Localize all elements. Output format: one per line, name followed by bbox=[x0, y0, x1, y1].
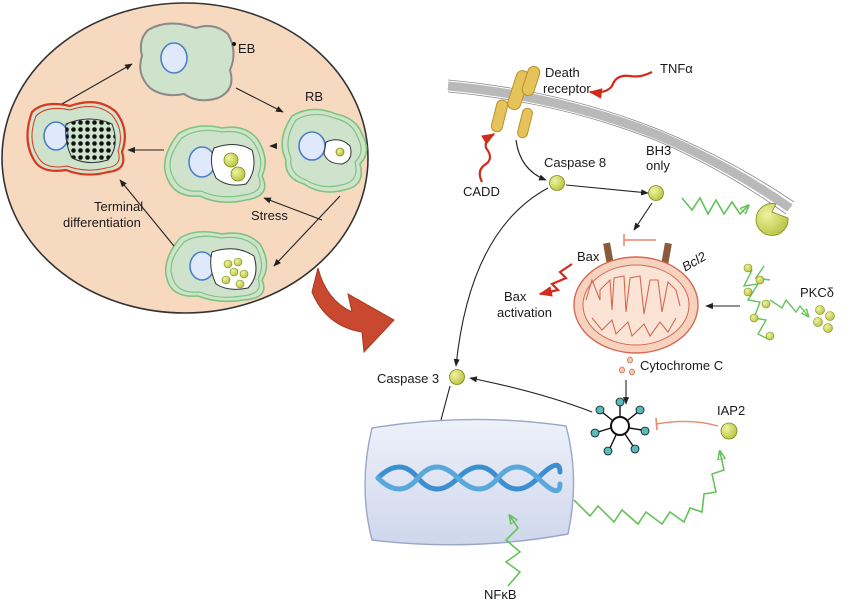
nfkb-label: NFκB bbox=[484, 587, 517, 602]
apoptosome bbox=[590, 397, 650, 456]
death-label: Death bbox=[545, 65, 580, 80]
pkc-cleavage-arrow bbox=[769, 298, 808, 316]
stress-label: Stress bbox=[251, 208, 288, 223]
bax-activation-label-1: Bax bbox=[504, 289, 527, 304]
pkc-label: PKCδ bbox=[800, 285, 834, 300]
arrow-receptor-to-caspase8 bbox=[515, 139, 547, 181]
cycle-arrows bbox=[61, 63, 341, 267]
arrow-caspase8-to-bh3 bbox=[565, 184, 649, 196]
rb-label: RB bbox=[305, 89, 323, 104]
mitochondrion bbox=[573, 242, 699, 354]
terminal-label: Terminal bbox=[94, 199, 143, 214]
caspase8-label: Caspase 8 bbox=[544, 155, 606, 170]
eb-cell bbox=[139, 22, 236, 102]
arrow-apoptosome-to-caspase3 bbox=[469, 376, 593, 413]
dna-helix bbox=[375, 462, 563, 494]
tnf-arrow bbox=[588, 71, 653, 99]
arrow-stress bbox=[263, 197, 323, 221]
receptor-label: receptor bbox=[543, 81, 591, 96]
iap2-node bbox=[720, 422, 738, 440]
bcl2-label: Bcl2 bbox=[679, 248, 709, 274]
arrow-terminal-to-eb bbox=[61, 63, 133, 105]
bax-channel bbox=[603, 242, 614, 266]
cadd-arrow bbox=[478, 133, 496, 183]
pkc-fragments bbox=[813, 305, 835, 333]
bax-activation-label-2: activation bbox=[497, 305, 552, 320]
arrow-eb-to-rb bbox=[235, 87, 284, 113]
eb-dot bbox=[232, 42, 236, 46]
death-receptor bbox=[490, 65, 541, 139]
nfkb-arrow bbox=[504, 516, 522, 587]
nucleus bbox=[364, 418, 575, 546]
bh3-fragment bbox=[755, 203, 789, 236]
cadd-label: CADD bbox=[463, 184, 500, 199]
caspase3-node bbox=[449, 369, 465, 385]
arrow-caspase8-to-caspase3 bbox=[453, 187, 549, 367]
pkc-source bbox=[742, 265, 771, 341]
caspase3-label: Caspase 3 bbox=[377, 371, 439, 386]
tnf-label: TNFα bbox=[660, 61, 693, 76]
nucleus-to-iap2-arrow bbox=[573, 452, 724, 526]
iap2-label: IAP2 bbox=[717, 403, 745, 418]
bh3-label: BH3 bbox=[646, 143, 671, 158]
iap2-inhibits-apoptosome bbox=[655, 420, 719, 427]
arrow-bh3-to-mito bbox=[633, 202, 653, 231]
eb-label: EB bbox=[238, 41, 255, 56]
bh3-node bbox=[648, 185, 664, 201]
arrow-rb-to-replicating bbox=[273, 195, 341, 267]
rb-cell bbox=[281, 108, 368, 193]
bcl2-channel bbox=[661, 242, 672, 266]
only-label: only bbox=[646, 158, 670, 173]
arrow-replicating-to-terminal bbox=[119, 179, 175, 247]
caspase8-node bbox=[549, 175, 565, 191]
replicating-cell bbox=[164, 230, 268, 303]
persistent-cell bbox=[163, 125, 266, 204]
bh3-degradation-arrow bbox=[681, 196, 748, 216]
bax-activation-arrow bbox=[538, 263, 573, 297]
differentiation-label: differentiation bbox=[63, 215, 141, 230]
big-transition-arrow bbox=[311, 267, 395, 354]
bax-label: Bax bbox=[577, 249, 600, 264]
terminal-cell bbox=[26, 101, 127, 176]
host-cell: EB RB Stress Terminal differentiation bbox=[1, 2, 369, 314]
cytochrome-c-dots bbox=[619, 356, 635, 376]
cytochrome-label: Cytochrome C bbox=[640, 358, 723, 373]
